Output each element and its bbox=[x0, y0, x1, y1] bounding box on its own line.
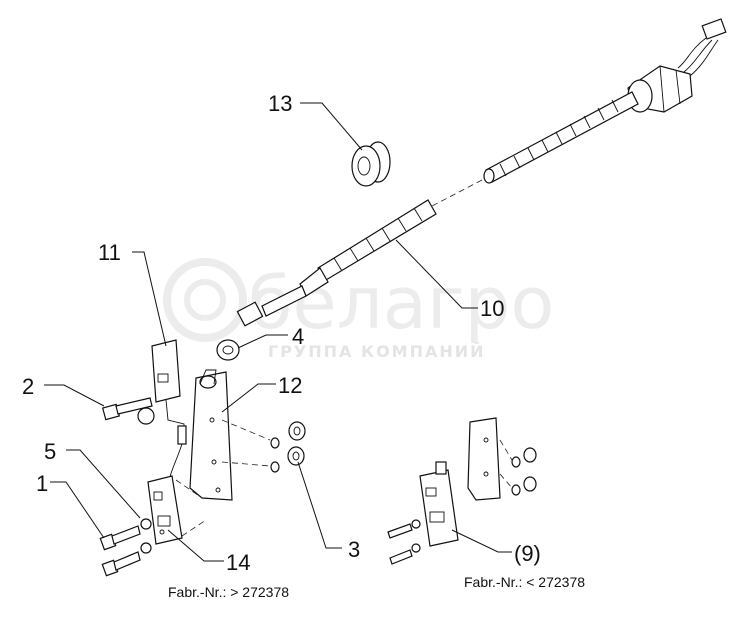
caption-right: Fabr.-Nr.: < 272378 bbox=[464, 574, 585, 590]
callout-13: 13 bbox=[268, 91, 292, 116]
screws-part-1 bbox=[99, 518, 152, 577]
callout-4: 4 bbox=[292, 324, 304, 349]
watermark-tagline: ГРУППА КОМПАНИЙ bbox=[268, 342, 486, 361]
bushing-part bbox=[351, 141, 391, 187]
callout-10: 10 bbox=[480, 296, 504, 321]
watermark-brand: белагро bbox=[248, 261, 554, 345]
callout-12: 12 bbox=[278, 373, 302, 398]
sensor-part bbox=[151, 339, 187, 487]
switch-plate-part-14 bbox=[147, 475, 207, 545]
callout-5: 5 bbox=[44, 439, 56, 464]
nuts-washers-part-3 bbox=[221, 419, 306, 473]
callout-3: 3 bbox=[348, 537, 360, 562]
callout-9: (9) bbox=[514, 541, 541, 566]
callout-11: 11 bbox=[98, 240, 121, 265]
leader-lines bbox=[44, 102, 512, 562]
watermark-logo-icon bbox=[163, 258, 247, 342]
cable-assembly bbox=[236, 18, 727, 327]
nut-part-4 bbox=[216, 339, 240, 361]
callout-2: 2 bbox=[22, 374, 34, 399]
bracket-plate bbox=[189, 369, 233, 501]
watermark: белагро ГРУППА КОМПАНИЙ bbox=[163, 258, 554, 361]
variant-assembly-9 bbox=[387, 417, 537, 565]
callouts: 13 11 10 4 2 12 5 1 3 14 (9) bbox=[22, 91, 541, 575]
callout-1: 1 bbox=[36, 471, 48, 496]
caption-left: Fabr.-Nr.: > 272378 bbox=[168, 584, 289, 600]
callout-14: 14 bbox=[226, 550, 250, 575]
bolt-part-2 bbox=[101, 397, 155, 425]
